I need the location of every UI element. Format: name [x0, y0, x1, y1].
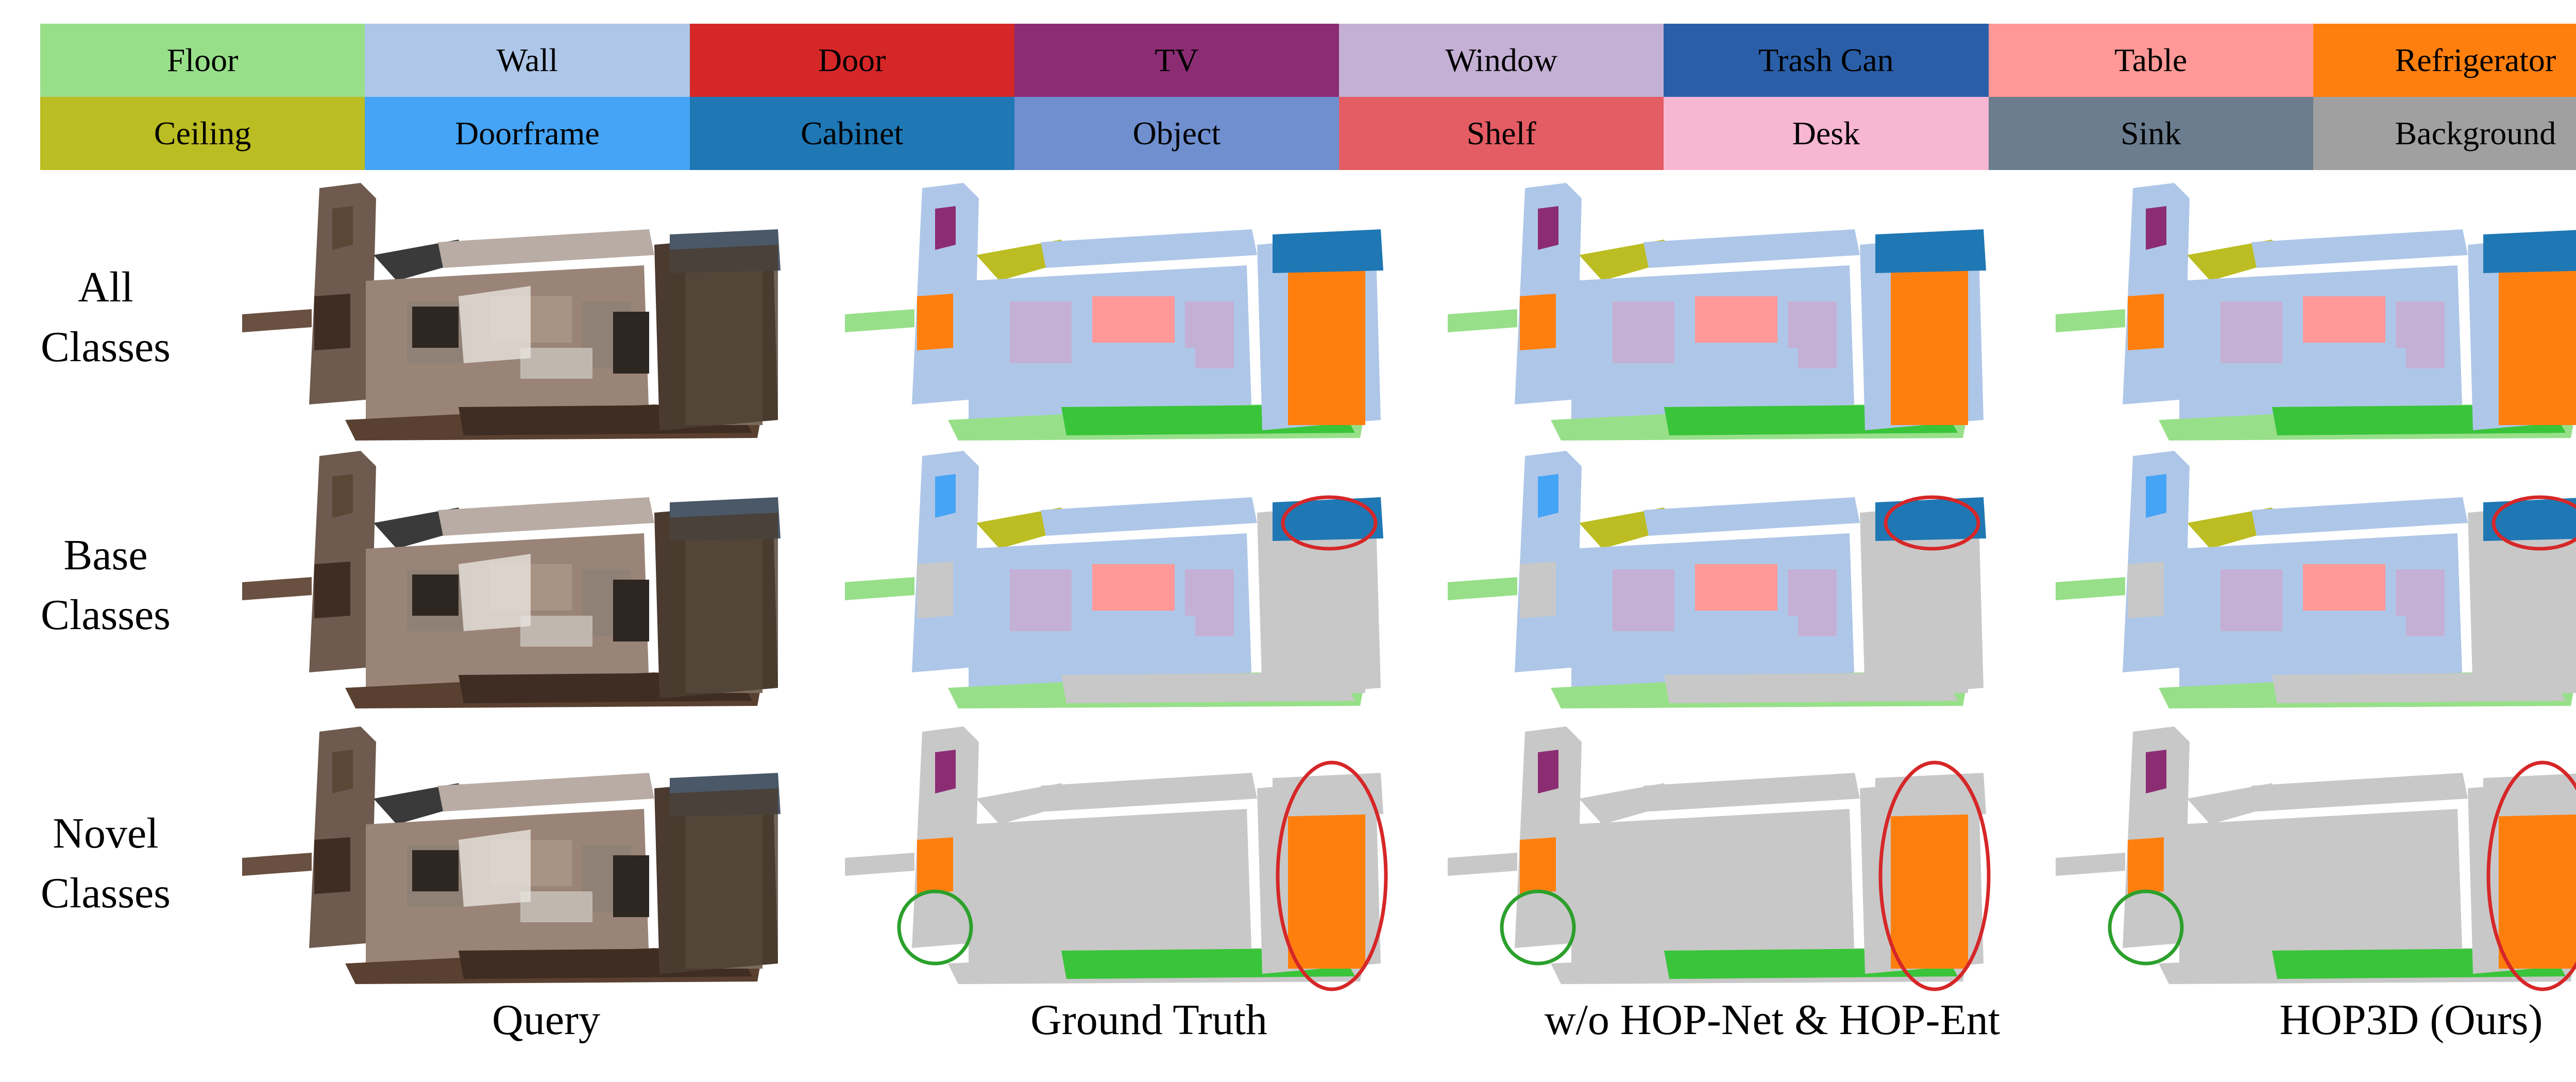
scene-shapes [845, 726, 1383, 984]
point-cloud-render [845, 726, 1388, 991]
highlight-ellipse-red [1276, 760, 1388, 991]
highlight-ellipse-red [1281, 495, 1378, 551]
legend-swatch-desk: Desk [1664, 97, 1989, 170]
row-label-line2: Classes [41, 591, 171, 639]
row-label-line2: Classes [41, 869, 171, 917]
scene-shapes [1448, 726, 1986, 984]
point-cloud-render [1448, 451, 1986, 708]
legend-swatch-ceiling: Ceiling [40, 97, 365, 170]
row-label-base-classes: Base Classes [21, 526, 191, 645]
legend-swatch-cabinet: Cabinet [689, 97, 1014, 170]
row-label-all-classes: All Classes [21, 258, 191, 377]
scene-shapes [242, 726, 781, 984]
panel-base-hop3d [2056, 446, 2576, 714]
legend-swatch-wall: Wall [365, 24, 690, 97]
point-cloud-render [242, 726, 781, 984]
caption-ground-truth: Ground Truth [1030, 996, 1267, 1044]
row-label-line1: Base [63, 531, 148, 579]
caption-hop3d-ours: HOP3D (Ours) [2279, 996, 2543, 1044]
legend-swatch-door: Door [689, 24, 1014, 97]
caption-without-hop: w/o HOP-Net & HOP-Ent [1544, 996, 2001, 1044]
point-cloud-render [1448, 183, 1986, 441]
panel-novel-query [242, 721, 829, 989]
legend-swatch-doorframe: Doorframe [365, 97, 690, 170]
panel-base-ground-truth [845, 446, 1432, 714]
caption-query: Query [492, 996, 600, 1044]
legend-swatch-sink: Sink [1988, 97, 2313, 170]
scene-shapes [2056, 183, 2576, 441]
scene-shapes [1448, 451, 1986, 708]
legend-swatch-object: Object [1014, 97, 1339, 170]
legend-swatch-floor: Floor [40, 24, 365, 97]
highlight-circle-green [2108, 889, 2184, 966]
panel-novel-hop3d [2056, 721, 2576, 991]
highlight-ellipse-red [2492, 495, 2576, 551]
point-cloud-render [845, 183, 1383, 441]
panel-all-ground-truth [845, 178, 1432, 446]
legend-swatch-table: Table [1988, 24, 2313, 97]
panel-novel-without-hop [1448, 721, 2035, 991]
legend-swatch-tv: TV [1014, 24, 1339, 97]
legend-swatch-trash-can: Trash Can [1664, 24, 1989, 97]
highlight-circle-green [897, 889, 973, 966]
point-cloud-render [1448, 726, 1991, 991]
highlight-ellipse-red [2486, 760, 2576, 991]
legend-swatch-window: Window [1339, 24, 1664, 97]
highlight-ellipse-red [1878, 760, 1991, 991]
row-label-novel-classes: Novel Classes [21, 804, 191, 923]
legend-swatch-refrigerator: Refrigerator [2313, 24, 2576, 97]
scene-shapes [845, 183, 1383, 441]
row-label-line2: Classes [41, 323, 171, 371]
point-cloud-render [2056, 451, 2576, 708]
point-cloud-render [242, 183, 781, 441]
scene-shapes [2056, 451, 2576, 708]
panel-base-without-hop [1448, 446, 2035, 714]
row-label-line1: All [78, 263, 133, 311]
panel-all-without-hop [1448, 178, 2035, 446]
panel-base-query [242, 446, 829, 714]
highlight-ellipse-red [1884, 495, 1980, 551]
scene-shapes [845, 451, 1383, 708]
panel-all-hop3d [2056, 178, 2576, 446]
scene-shapes [242, 183, 781, 441]
panel-all-query [242, 178, 829, 446]
scene-shapes [1448, 183, 1986, 441]
legend-swatch-background: Background [2313, 97, 2576, 170]
point-cloud-render [2056, 183, 2576, 441]
highlight-circle-green [1500, 889, 1576, 966]
legend-swatch-shelf: Shelf [1339, 97, 1664, 170]
row-label-line1: Novel [53, 809, 159, 857]
scene-shapes [242, 451, 781, 708]
panel-novel-ground-truth [845, 721, 1432, 991]
scene-shapes [2056, 726, 2576, 984]
point-cloud-render [845, 451, 1383, 708]
point-cloud-render [2056, 726, 2576, 991]
point-cloud-render [242, 451, 781, 708]
